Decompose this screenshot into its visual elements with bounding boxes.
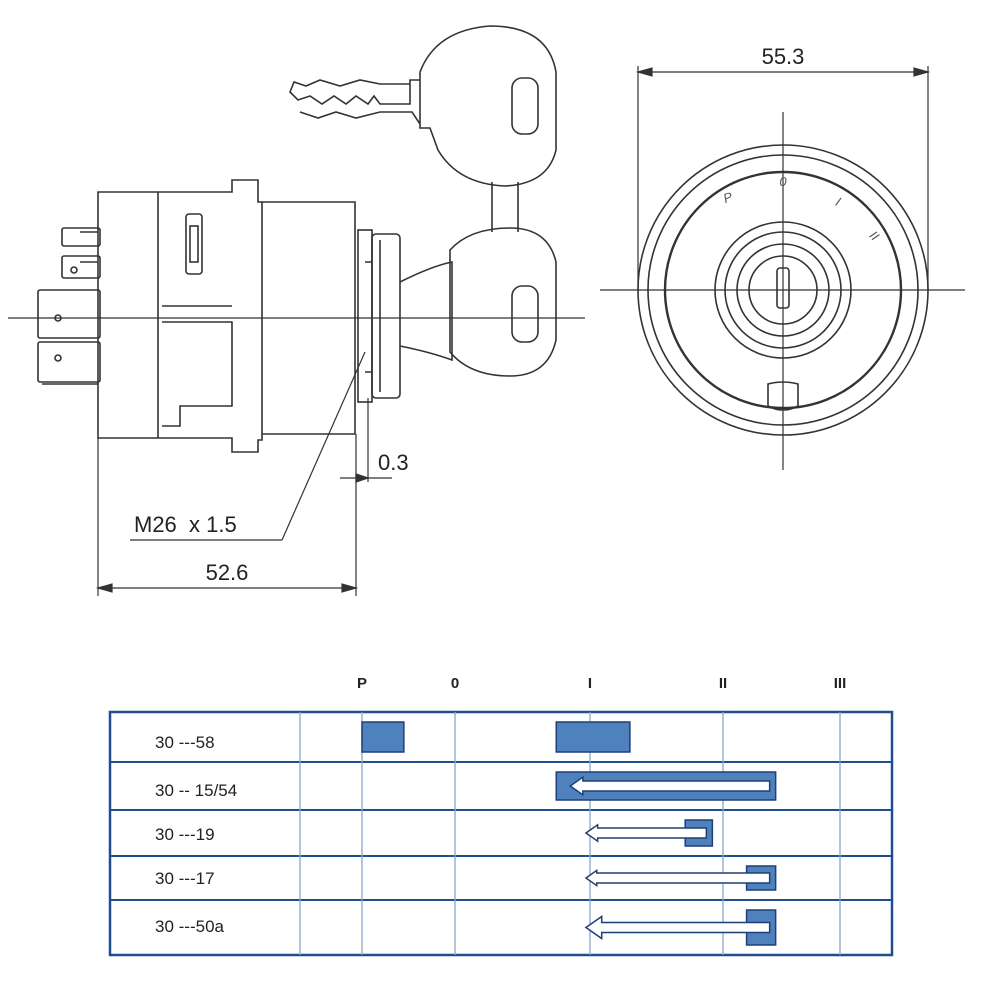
thread-leader [130, 351, 366, 541]
col-header-ii: II [719, 675, 727, 692]
table-border [108, 710, 894, 957]
connector-pins [37, 227, 101, 385]
thread-label: M26 x 1.5 [134, 512, 237, 537]
row-label: 30 ---19 [155, 825, 215, 844]
row-label: 30 ---58 [155, 733, 215, 752]
table-grid [108, 710, 894, 957]
dim-gap-label: 0.3 [378, 450, 409, 475]
table-bars [361, 721, 777, 946]
dial-mark-ii: II [866, 228, 882, 244]
contact-block [361, 721, 405, 753]
dial-mark-i: I [833, 194, 843, 209]
table-labels: 30 ---58 30 -- 15/54 30 ---19 30 ---17 3… [155, 733, 237, 936]
dial-mark-0: 0 [779, 174, 787, 189]
spring-return-arrow [568, 775, 771, 797]
dim-55-3 [635, 66, 931, 290]
spring-return-arrow [584, 823, 708, 843]
dim-52-6 [95, 434, 359, 596]
col-header-p: P [357, 675, 367, 692]
dim-width-label: 55.3 [762, 44, 805, 69]
dim-length-label: 52.6 [206, 560, 249, 585]
col-header-0: 0 [451, 675, 459, 692]
row-label: 30 -- 15/54 [155, 781, 237, 800]
dim-0-3 [340, 398, 392, 483]
contact-block [555, 721, 631, 753]
key-blade [289, 79, 420, 106]
table-header: P 0 I II III [357, 675, 846, 692]
spring-return-arrow [584, 915, 771, 940]
key-head-upper [419, 25, 557, 187]
col-header-iii: III [834, 675, 847, 692]
row-label: 30 ---50a [155, 917, 225, 936]
row-label: 30 ---17 [155, 869, 215, 888]
switching-table: P 0 I II III 30 ---58 30 -- 15/54 30 ---… [108, 675, 894, 957]
side-view [37, 25, 557, 453]
key-head-lower [449, 227, 557, 377]
col-header-i: I [588, 675, 592, 692]
dial-mark-p: P [721, 189, 735, 206]
spring-return-arrow [584, 868, 771, 888]
rear-housing [97, 179, 263, 453]
